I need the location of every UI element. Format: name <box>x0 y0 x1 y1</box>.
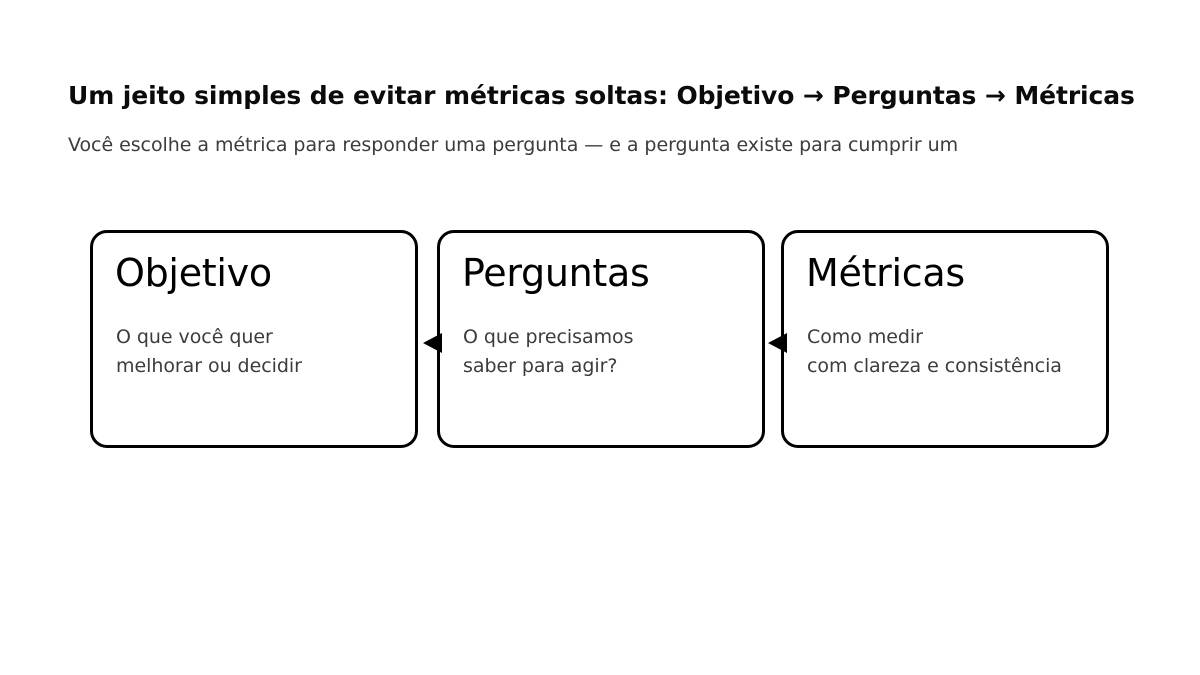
connector-perguntas-metricas <box>764 330 790 356</box>
flow-card-body: Como medir com clareza e consistência <box>807 326 1062 377</box>
triangle-left-icon <box>768 333 787 353</box>
flow-card-body: O que precisamos saber para agir? <box>463 326 634 377</box>
page-subtitle: Você escolhe a métrica para responder um… <box>68 134 959 156</box>
connector-objetivo-perguntas <box>419 330 445 356</box>
flow-card-title: Objetivo <box>115 251 272 295</box>
flow-card-objetivo[interactable]: Objetivo O que você quer melhorar ou dec… <box>90 230 418 448</box>
flow-card-metricas[interactable]: Métricas Como medir com clareza e consis… <box>781 230 1109 448</box>
flow-card-title: Métricas <box>806 251 965 295</box>
flow-card-title: Perguntas <box>462 251 650 295</box>
page-title: Um jeito simples de evitar métricas solt… <box>68 81 1135 110</box>
flow-card-body: O que você quer melhorar ou decidir <box>116 326 302 377</box>
flow-card-perguntas[interactable]: Perguntas O que precisamos saber para ag… <box>437 230 765 448</box>
triangle-left-icon <box>423 333 442 353</box>
